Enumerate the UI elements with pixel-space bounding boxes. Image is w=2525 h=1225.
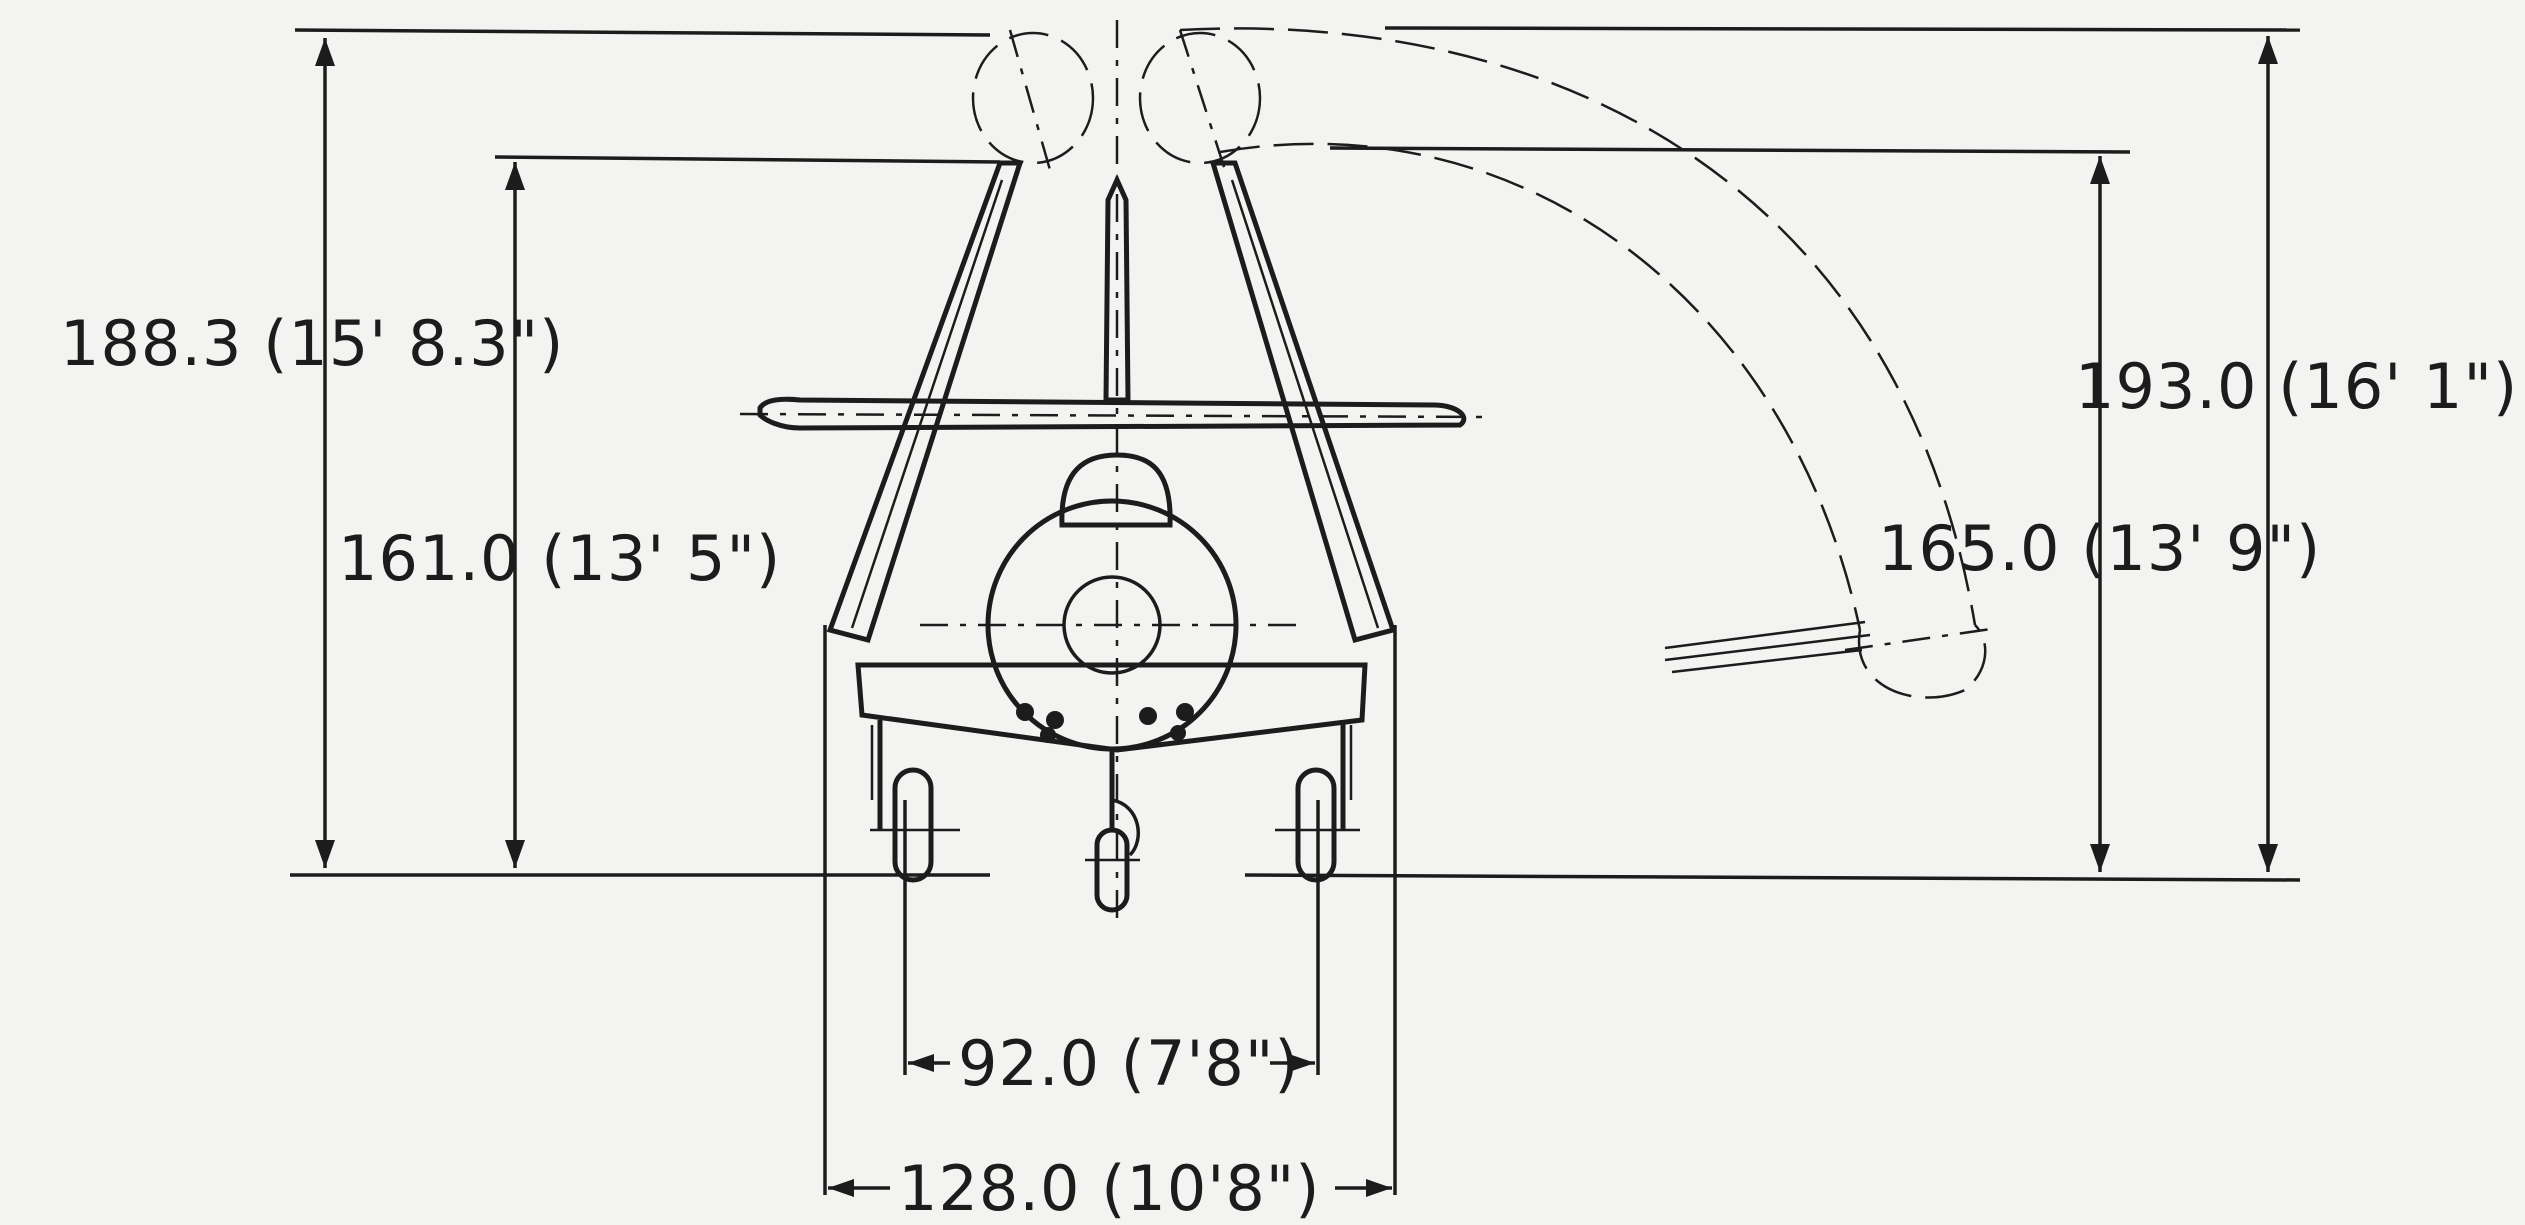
right-main-gear	[1275, 720, 1360, 883]
propeller-disc-circles	[971, 31, 1262, 165]
dimension-overall-height-folding: 193.0 (16' 1")	[2075, 350, 2518, 423]
left-folded-wing	[826, 29, 1052, 644]
dimension-overall-height-folded: 188.3 (15' 8.3")	[60, 307, 564, 380]
left-main-gear	[870, 720, 960, 883]
horizontal-stabilizer	[739, 396, 1491, 431]
dimension-line-188	[315, 38, 335, 868]
dimension-line-92	[908, 1054, 1315, 1072]
dimension-hinge-height-folding: 165.0 (13' 9")	[1878, 512, 2321, 585]
dimension-line-193	[2258, 36, 2278, 872]
wing-center-section	[855, 662, 1368, 753]
extension-lines	[294, 26, 2301, 1195]
dimension-main-gear-track: 92.0 (7'8")	[958, 1027, 1300, 1100]
wing-fold-arc-paths	[1179, 27, 1999, 652]
vertical-fin	[1103, 173, 1131, 403]
fuselage-cross-section	[920, 498, 1305, 752]
wing-phantom-spread	[1664, 620, 1987, 699]
ground-line	[290, 873, 2301, 882]
canopy	[1059, 452, 1173, 528]
dimension-folded-span: 128.0 (10'8")	[898, 1152, 1320, 1225]
dimension-line-165	[2090, 156, 2110, 872]
dimension-line-161	[505, 162, 525, 868]
dimension-line-128	[828, 1179, 1392, 1197]
dimension-hinge-height-folded: 161.0 (13' 5")	[338, 522, 781, 595]
tail-wheel-gear	[1085, 750, 1140, 913]
